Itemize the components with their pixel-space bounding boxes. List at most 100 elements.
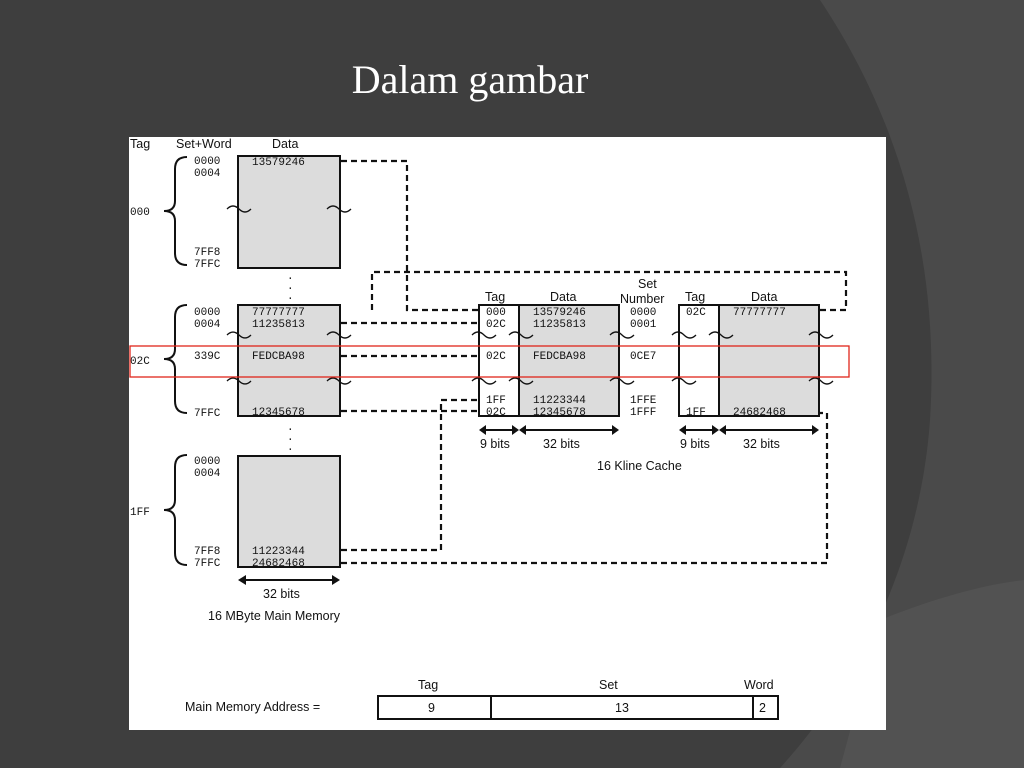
address-field-word-label: Word — [744, 678, 774, 692]
break-mark — [708, 331, 734, 339]
break-mark — [471, 331, 497, 339]
group-tag-label: 1FF — [130, 507, 150, 519]
cache-header-number: Number — [620, 292, 664, 306]
data-cell: 77777777 — [252, 307, 305, 319]
addr-label: 0000 — [194, 307, 220, 319]
memory-group-1ff: 1FF 0000 0004 7FF8 7FFC 11223344 2468246… — [130, 454, 341, 570]
addr-label: 0004 — [194, 468, 221, 480]
cache-tag-cell: 000 — [486, 307, 506, 319]
cache-tag-cell: 1FF — [486, 395, 506, 407]
data-cell: FEDCBA98 — [252, 351, 305, 363]
cache-header-data-2: Data — [751, 290, 777, 304]
address-box — [377, 695, 779, 720]
address-label: Main Memory Address = — [185, 700, 320, 714]
brace-000 — [163, 156, 188, 266]
group-tag-label: 000 — [130, 207, 150, 219]
data-cell: 24682468 — [252, 558, 305, 570]
data-cell: 13579246 — [252, 157, 305, 169]
cache-header-data: Data — [550, 290, 576, 304]
address-format: Main Memory Address = Tag Set Word 9 13 … — [185, 678, 779, 720]
ellipsis-dot: . — [287, 271, 294, 283]
cache-tag-cell: 02C — [686, 307, 706, 319]
addr-label: 0000 — [194, 456, 220, 468]
cache-way-1: 000 02C 02C 1FF 02C 13579246 11235813 FE… — [471, 304, 620, 419]
cache-tag-cell: 02C — [486, 319, 506, 331]
cache-data-cell: FEDCBA98 — [533, 351, 586, 363]
brace-1ff — [163, 454, 188, 566]
cache-data-cell: 11235813 — [533, 319, 586, 331]
cache-width-arrows — [479, 425, 819, 435]
memory-block-000 — [237, 155, 341, 269]
addr-label: 0000 — [194, 156, 220, 168]
addr-label: 7FFC — [194, 558, 221, 570]
break-mark — [508, 331, 534, 339]
memory-group-000: 000 0000 0004 7FF8 7FFC 13579246 — [130, 155, 352, 271]
addr-label: 0004 — [194, 319, 221, 331]
memory-group-02c: 02C 0000 0004 339C 7FFC 77777777 1123581… — [130, 304, 352, 420]
address-tag-bits: 9 — [428, 701, 435, 715]
memory-block-02c — [237, 304, 341, 417]
break-mark — [609, 331, 635, 339]
cache-data-cell: 11223344 — [533, 395, 586, 407]
mapping-lines — [341, 159, 848, 565]
break-mark — [326, 377, 352, 385]
cache-caption: 16 Kline Cache — [597, 459, 682, 473]
memory-block-1ff — [237, 455, 341, 568]
addr-label: 7FFC — [194, 259, 221, 271]
addr-label: 339C — [194, 351, 221, 363]
break-mark — [326, 331, 352, 339]
data-cell: 11235813 — [252, 319, 305, 331]
cache-tag-cell: 02C — [486, 407, 506, 419]
break-mark — [226, 377, 252, 385]
highlight-row — [129, 345, 850, 378]
cache-way-2: 02C 1FF 77777777 24682468 — [671, 304, 834, 419]
addr-label: 0004 — [194, 168, 221, 180]
cache-tag-bits-label-2: 9 bits — [680, 437, 710, 451]
ellipsis-dot: . — [287, 291, 294, 303]
ellipsis-dot: . — [287, 422, 294, 434]
data-cell: 12345678 — [252, 407, 305, 419]
memory-header-setword: Set+Word — [176, 137, 232, 151]
cache-data-cell: 13579246 — [533, 307, 586, 319]
set-number: 0000 — [630, 307, 656, 319]
ellipsis-dot: . — [287, 442, 294, 454]
cache-header-set: Set — [638, 277, 657, 291]
cache-tag-cell: 1FF — [686, 407, 706, 419]
set-number: 1FFF — [630, 407, 656, 419]
break-mark — [808, 377, 834, 385]
set-associative-cache-figure: Tag Set+Word Data 000 0000 0004 7FF8 7FF… — [129, 137, 886, 730]
address-word-bits: 2 — [759, 701, 766, 715]
break-mark — [226, 205, 252, 213]
cache-data-cell: 24682468 — [733, 407, 786, 419]
cache-data-cell: 77777777 — [733, 307, 786, 319]
address-field-set-label: Set — [599, 678, 618, 692]
cache-tag-cell: 02C — [486, 351, 506, 363]
break-mark — [609, 377, 635, 385]
cache-data-bits-label: 32 bits — [543, 437, 580, 451]
break-mark — [508, 377, 534, 385]
set-number: 0001 — [630, 319, 657, 331]
break-mark — [226, 331, 252, 339]
cache-data-column — [718, 304, 820, 417]
memory-width-label: 32 bits — [263, 587, 300, 601]
memory-caption: 16 MByte Main Memory — [208, 609, 341, 623]
cache-header-tag: Tag — [485, 290, 505, 304]
break-mark — [671, 377, 697, 385]
ellipsis-dot: . — [287, 432, 294, 444]
cache-tag-column — [678, 304, 720, 417]
set-number: 0CE7 — [630, 351, 656, 363]
break-mark — [471, 377, 497, 385]
break-mark — [808, 331, 834, 339]
cache-data-cell: 12345678 — [533, 407, 586, 419]
address-field-tag-label: Tag — [418, 678, 438, 692]
cache-data-column — [518, 304, 620, 417]
ellipsis-dot: . — [287, 281, 294, 293]
memory-header-data: Data — [272, 137, 298, 151]
cache-tag-bits-label: 9 bits — [480, 437, 510, 451]
address-set-bits: 13 — [615, 701, 629, 715]
memory-header-tag: Tag — [130, 137, 150, 151]
group-tag-label: 02C — [130, 356, 150, 368]
cache-header-tag-2: Tag — [685, 290, 705, 304]
break-mark — [671, 331, 697, 339]
